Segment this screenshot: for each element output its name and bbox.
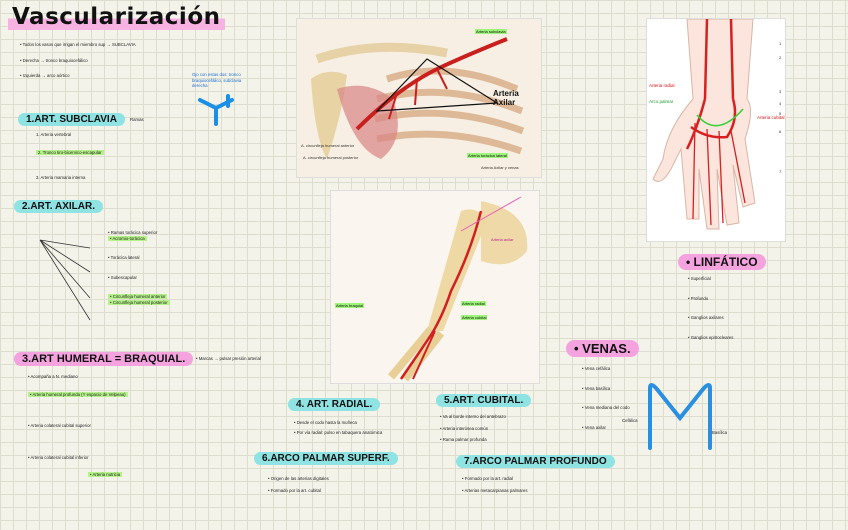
list-item: • Por vía radial: pulso en tabaquera ana… <box>294 429 383 435</box>
mano-illustration <box>652 19 756 230</box>
radial-heading: 4. ART. RADIAL. <box>288 398 381 411</box>
fig-number: 6 <box>779 129 782 134</box>
fig-label: Arco palmar <box>649 99 674 104</box>
list-item: • Torácica lateral <box>108 255 140 261</box>
intro-line: • Izquierda → arco aórtico <box>20 73 70 79</box>
vena-basilica-label: Basílica <box>712 430 728 435</box>
axilar-bracket <box>39 239 91 321</box>
axilar-big-label: Arteria Axilar <box>493 89 519 107</box>
list-item: • Desde el codo hasta la muñeca <box>294 420 357 425</box>
radial-list: • Desde el codo hasta la muñeca • Por ví… <box>294 420 434 435</box>
list-item: • Arteria colateral cubital inferior <box>28 454 89 460</box>
list-item: • Arteria interósea común <box>440 425 489 431</box>
list-item: • Subescapular <box>108 274 137 280</box>
intro-line: • Todos los vasos que irrigan el miembro… <box>20 42 136 47</box>
humeral-heading: 3.ART HUMERAL = BRAQUIAL. <box>14 352 194 366</box>
list-item: • Superficial <box>688 276 711 281</box>
fig-number: 5 <box>779 111 782 116</box>
cubital-list: • Va al borde interno del antebrazo • Ar… <box>440 414 590 443</box>
list-item: • Ganglios epitrocleares <box>688 334 734 340</box>
figure-axilar: Arteria Axilar A. circunfleja humeral an… <box>296 18 542 178</box>
list-item: • Vena axilar <box>582 424 606 430</box>
brazo-illustration <box>331 191 539 383</box>
fig-label: Arteria cubital <box>757 115 785 120</box>
fig-label: Arteria axilar <box>491 237 514 242</box>
vena-cefalica-label: Cefálica <box>622 418 638 423</box>
subclavia-heading: 1.ART. SUBCLAVIA <box>18 113 125 126</box>
list-item: • Arteria colateral cubital superior <box>28 423 91 429</box>
axilar-list: • Ramas torácica superior • Acromio-torá… <box>28 230 268 306</box>
axilar-heading: 2.ART. AXILAR. <box>14 200 103 213</box>
subclavia-tag: Ramas <box>130 117 144 122</box>
subclavia-sketch <box>198 94 234 126</box>
arco-profundo-list: • Formado por la art. radial • Arterias … <box>462 476 632 493</box>
fig-label: Arteria radial <box>649 83 675 88</box>
list-item: • Rama palmar profunda <box>440 437 487 443</box>
fig-number: 1 <box>779 41 782 46</box>
fig-label: A. circunfleja humeral anterior <box>301 143 355 148</box>
figure-mano: Arteria radial Arteria cubital Arco palm… <box>646 18 786 242</box>
list-item: • Acromio-torácica <box>108 235 147 241</box>
intro-line: • Derecha → tronco braquiocefálico <box>20 57 88 63</box>
subclavia-list: 1. Arteria vertebral 2. Tronco tiro-bice… <box>36 132 176 181</box>
list-item: • Origen de las arterias digitales <box>268 476 329 481</box>
list-item: 2. Tronco tiro-bicervico-escapular <box>36 149 104 155</box>
cubital-heading: 5.ART. CUBITAL. <box>436 394 532 407</box>
arco-superficial-heading: 6.ARCO PALMAR SUPERF. <box>254 452 398 465</box>
list-item: • Profundo <box>688 295 709 301</box>
list-item: • Va al borde interno del antebrazo <box>440 414 506 419</box>
venas-sketch <box>648 383 712 450</box>
fig-label: Arteria cubital <box>461 315 488 320</box>
list-item: • Formado por la art. radial <box>462 476 513 481</box>
venas-list: • Vena cefálica • Vena basílica • Vena m… <box>582 366 692 430</box>
humeral-side: • Marcas → pulsar presión arterial <box>196 356 261 361</box>
fig-label: Arteria braquial <box>335 303 365 308</box>
linfatico-list: • Superficial • Profundo • Ganglios axil… <box>688 276 828 340</box>
list-item: 1. Arteria vertebral <box>36 132 72 137</box>
fig-number: 4 <box>779 101 782 106</box>
page-title: Vascularización <box>8 4 225 30</box>
arco-profundo-heading: 7.ARCO PALMAR PROFUNDO <box>456 455 615 468</box>
arco-superficial-list: • Origen de las arterias digitales • For… <box>268 476 418 493</box>
list-item: • Vena mediana del codo <box>582 405 630 411</box>
fig-number: 2 <box>779 55 782 60</box>
list-item: • Arteria humeral profunda (Y espacio de… <box>28 391 128 397</box>
linfatico-heading: • LINFÁTICO <box>678 254 766 270</box>
list-item: • Circunfleja humeral posterior <box>108 299 170 305</box>
fig-label: Arteria subclavia <box>475 29 507 34</box>
axilar-illustration <box>297 19 541 177</box>
fig-label: Arteria radial <box>461 301 486 306</box>
list-item: • Arteria nutricia <box>88 472 123 478</box>
list-item: • Formado por la art. cubital <box>268 487 321 493</box>
list-item: • Ganglios axilares <box>688 315 724 321</box>
list-item: • Vena basílica <box>582 385 611 391</box>
fig-number: 7 <box>779 169 782 174</box>
intro-notes: • Todos los vasos que irrigan el miembro… <box>20 42 220 79</box>
venas-heading: • VENAS. <box>566 340 639 357</box>
list-item: • Circunfleja humeral anterior <box>108 294 168 300</box>
figure-brazo: Arteria axilar Arteria braquial Arteria … <box>330 190 540 384</box>
list-item: 3. Arteria mamaria interna <box>36 175 86 181</box>
intro-side-note: Ojo con estas dos: tronco braquiocefálic… <box>192 72 242 89</box>
fig-label: Arteria torácica lateral <box>467 153 508 158</box>
list-item: • Vena cefálica <box>582 366 611 371</box>
fig-label: A. circunfleja humeral posterior <box>303 155 359 160</box>
list-item: • Arterias metacarpianas palmares <box>462 487 528 493</box>
humeral-list: • Acompaña a N. mediano • Arteria humera… <box>28 374 268 478</box>
fig-label: Arteria Axilar y venas <box>481 165 519 170</box>
list-item: • Ramas torácica superior <box>108 230 158 235</box>
fig-number: 3 <box>779 89 782 94</box>
list-item: • Acompaña a N. mediano <box>28 374 78 379</box>
